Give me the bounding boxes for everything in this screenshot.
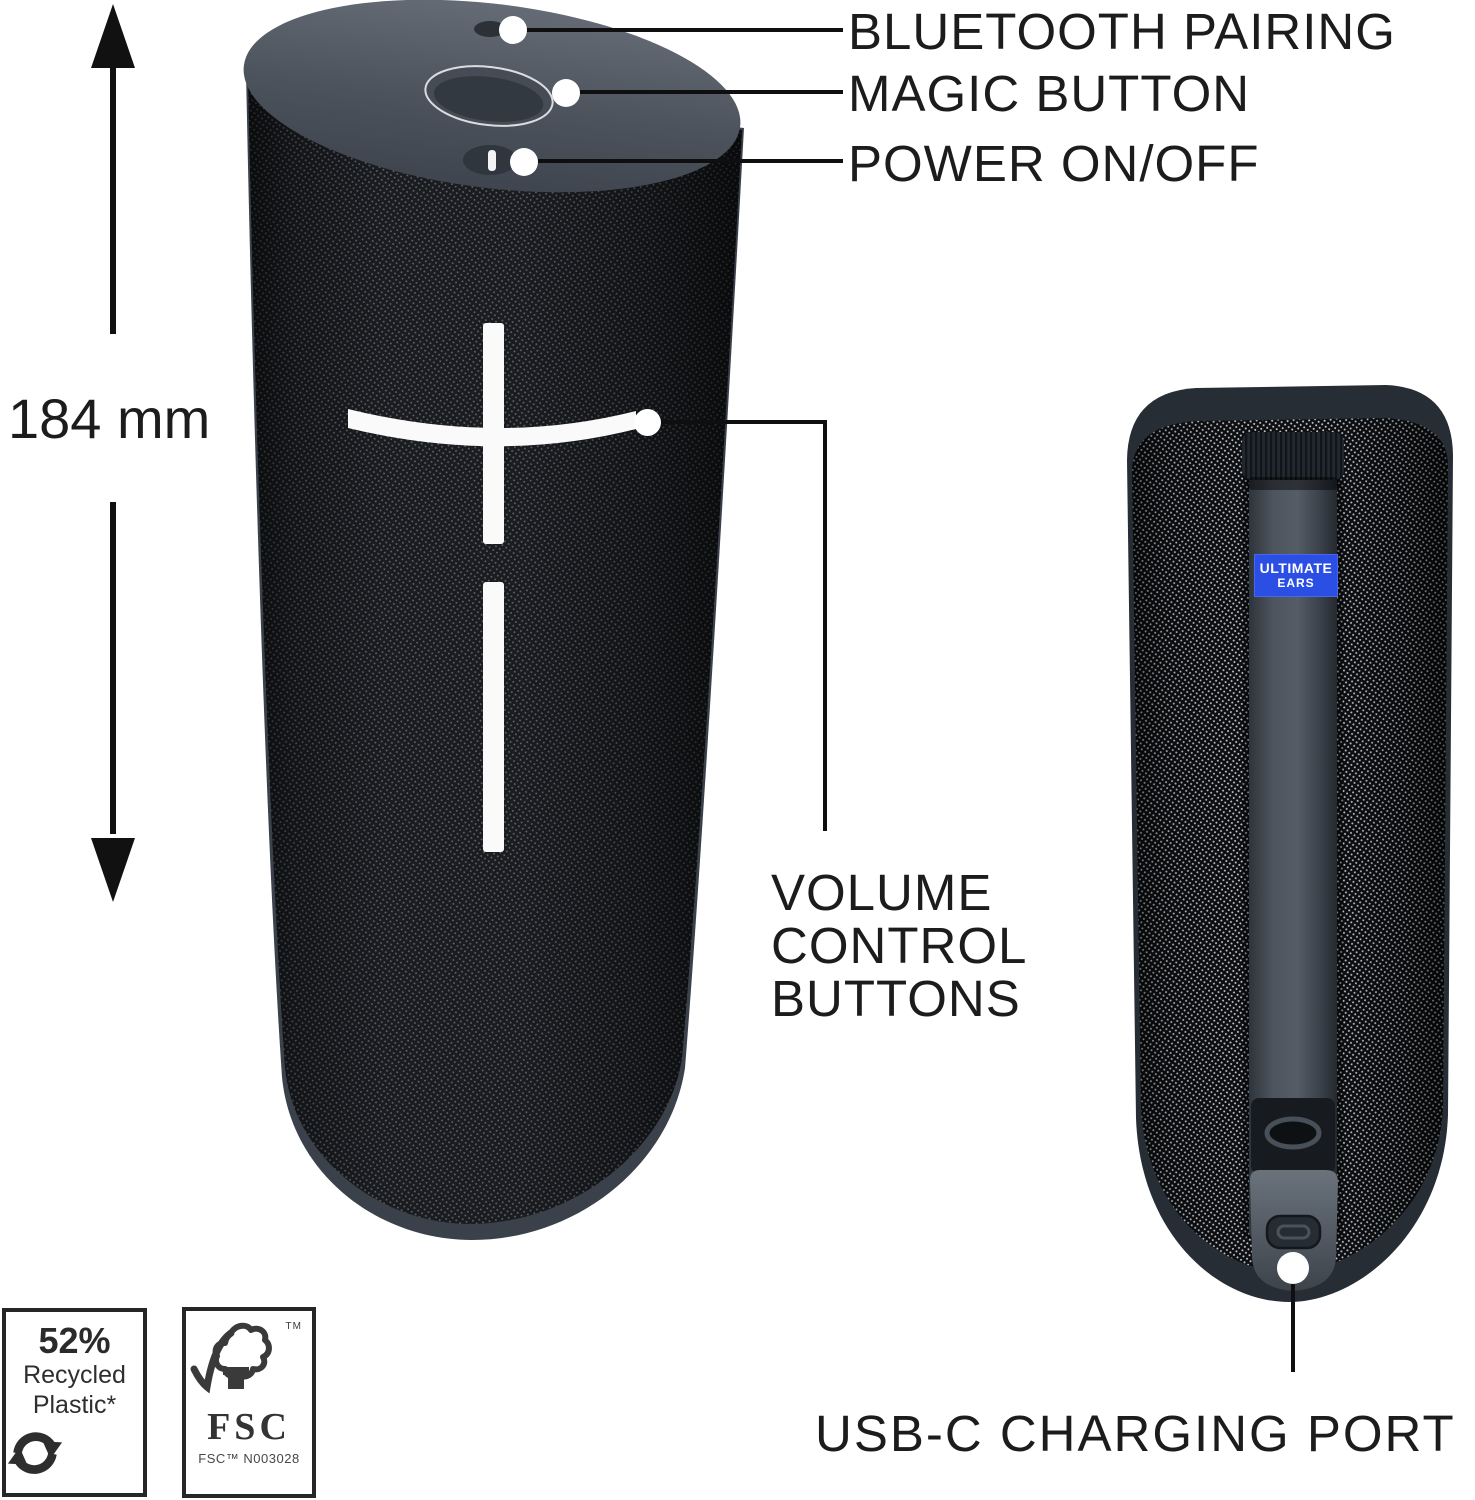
power-glyph (488, 150, 496, 171)
volume-label-line3: BUTTONS (771, 970, 1021, 1027)
power-callout-line (534, 159, 843, 163)
fsc-trademark: TM (285, 1321, 302, 1332)
brand-label-line1: ULTIMATE (1259, 560, 1333, 576)
power-on-off-label: POWER ON/OFF (848, 135, 1260, 192)
bluetooth-callout-dot (499, 16, 527, 44)
back-strap (1249, 450, 1337, 1238)
usb-callout-line (1291, 1282, 1295, 1372)
bluetooth-button (474, 21, 506, 37)
speaker-front-illustration (243, 0, 744, 1240)
recycled-line2: Plastic* (32, 1391, 117, 1419)
recycled-plastic-badge: 52% Recycled Plastic* (2, 1308, 147, 1497)
fsc-badge: TM FSC FSC™ N003028 (182, 1307, 316, 1498)
recycle-arrows-icon (7, 1432, 63, 1474)
volume-up-glyph-horizontal (348, 409, 636, 447)
volume-callout-line-horizontal (652, 420, 827, 424)
volume-control-label: VOLUME CONTROL BUTTONS (771, 866, 1027, 1025)
usb-charging-port-label: USB-C CHARGING PORT (815, 1405, 1456, 1462)
power-callout-dot (510, 148, 538, 176)
fsc-name: FSC (207, 1406, 291, 1448)
volume-label-line1: VOLUME (771, 864, 993, 921)
usb-callout-dot (1277, 1252, 1309, 1284)
bluetooth-callout-line (523, 28, 843, 32)
volume-callout-dot (634, 409, 661, 436)
magic-callout-dot (552, 79, 580, 107)
volume-callout-line-vertical (823, 420, 827, 831)
hook-ring (1264, 1116, 1322, 1150)
recycled-percent: 52% (38, 1320, 111, 1361)
strap-loop (1242, 432, 1344, 480)
volume-down-glyph (483, 582, 504, 852)
height-dimension-label: 184 mm (8, 387, 211, 450)
height-dimension-arrow (91, 4, 135, 902)
magic-button-label: MAGIC BUTTON (848, 65, 1251, 122)
recycled-line1: Recycled (23, 1361, 126, 1389)
bluetooth-pairing-label: BLUETOOTH PAIRING (848, 3, 1396, 60)
fsc-license-code: FSC™ N003028 (198, 1451, 300, 1466)
fsc-tree-checkmark-icon (190, 1322, 272, 1394)
volume-label-line2: CONTROL (771, 917, 1028, 974)
brand-label-line2: EARS (1277, 576, 1315, 590)
speaker-back-illustration (1127, 385, 1453, 1302)
usb-c-port (1265, 1214, 1322, 1250)
magic-callout-line (576, 90, 843, 94)
magic-button (424, 65, 554, 127)
ultimate-ears-brand-label: ULTIMATE EARS (1254, 554, 1338, 597)
